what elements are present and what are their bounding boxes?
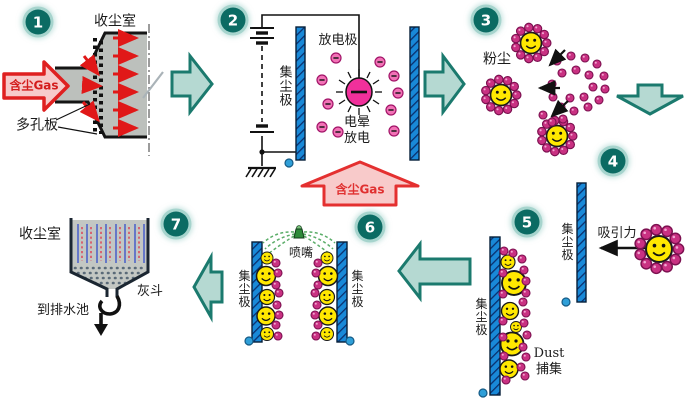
dust-particle-icon	[538, 116, 577, 155]
ground-icon	[245, 166, 276, 178]
charging-arrows	[537, 48, 569, 118]
dust-chamber-label: 收尘室	[19, 226, 61, 243]
drain-trap-icon	[94, 295, 122, 336]
discharge-electrode-label: 放电极	[318, 33, 358, 49]
collecting-electrode-right-label: 集尘极	[350, 269, 364, 309]
dust-label: 粉尘	[483, 51, 511, 68]
step-badge-4: 4	[600, 148, 626, 174]
insulator-dot-icon	[345, 336, 355, 346]
flow-arrow-6-7-icon	[192, 251, 224, 323]
drain-arrow-icon	[94, 324, 108, 336]
battery-icon	[250, 27, 274, 133]
collecting-electrode-label: 集尘极	[560, 222, 574, 262]
ash-hopper-label: 灰斗	[136, 284, 164, 300]
flow-arrow-2-3-icon	[423, 51, 466, 117]
corona-discharge-label: 电晕 放电	[343, 115, 371, 146]
step-badge-1: 1	[25, 9, 51, 35]
dusty-gas-arrow-icon	[2, 60, 70, 112]
nozzle-label: 喷嘴	[288, 245, 314, 260]
gas-flow-arrows	[79, 29, 139, 137]
insulator-dot-icon	[284, 158, 294, 168]
charged-dust-particles	[482, 23, 577, 155]
collecting-plate-icon	[336, 241, 348, 343]
pointer-lines	[55, 103, 98, 135]
insulator-dot-icon	[478, 388, 488, 398]
spray-nozzle-icon	[293, 225, 305, 239]
collecting-electrode-label: 集尘极	[276, 65, 292, 107]
collecting-electrode-label: 集尘极	[474, 297, 488, 337]
dust-particle-icon	[482, 75, 521, 114]
drain-pool-label: 到排水池	[36, 303, 90, 319]
step-badge-7: 7	[163, 211, 189, 237]
insulator-dot-icon	[244, 336, 254, 346]
collecting-plate-icon	[576, 182, 587, 303]
dusty-gas-label: 含尘Gas	[9, 78, 59, 93]
step-badge-2: 2	[220, 7, 246, 33]
flow-arrow-3-4-icon	[616, 83, 684, 116]
spray-lines	[262, 231, 336, 255]
collecting-plate-icon	[251, 241, 263, 343]
step-badge-5: 5	[514, 209, 540, 235]
dust-capture-label: Dust 捕集	[533, 346, 565, 377]
dusty-gas-up-arrow-icon	[300, 160, 420, 207]
collecting-plate-right-icon	[409, 26, 420, 161]
dust-particle-icon	[635, 225, 684, 274]
flow-arrow-1-2-icon	[170, 51, 214, 117]
corona-ball-icon	[336, 69, 382, 115]
attraction-label: 吸引力	[597, 226, 637, 242]
step-badge-3: 3	[473, 7, 499, 33]
settling-tank-icon	[69, 218, 150, 297]
washed-dust-particles	[255, 251, 339, 342]
collecting-plate-left-icon	[295, 26, 306, 161]
circuit-wires	[261, 14, 360, 166]
collecting-electrode-left-label: 集尘极	[237, 269, 251, 309]
perforated-plate-label: 多孔板	[16, 117, 58, 134]
dusty-gas-inlet-label: 含尘Gas	[335, 182, 385, 197]
insulator-dot-icon	[561, 297, 571, 307]
flow-arrow-5-6-icon	[397, 239, 472, 303]
dust-particle-icon	[512, 23, 551, 62]
washed-ions	[271, 258, 323, 341]
collecting-plate-icon	[489, 236, 501, 396]
cut-line	[142, 24, 164, 156]
wire-junction	[259, 149, 265, 155]
step-badge-6: 6	[357, 214, 383, 240]
dust-chamber-label: 收尘室	[94, 13, 136, 30]
